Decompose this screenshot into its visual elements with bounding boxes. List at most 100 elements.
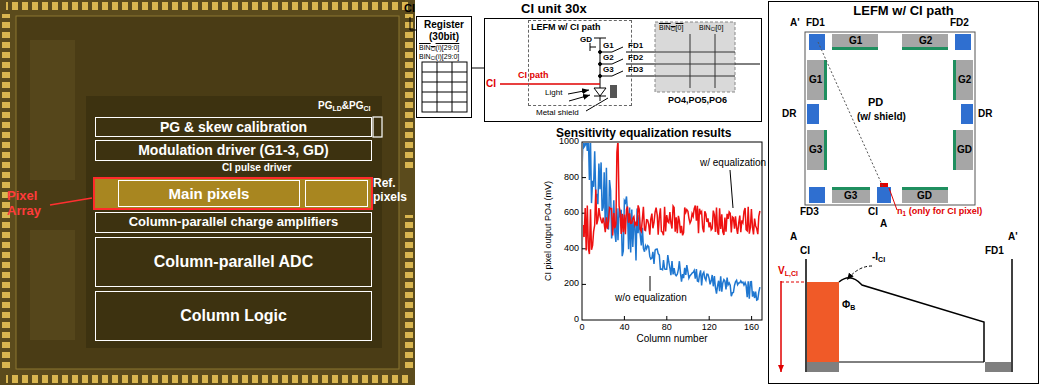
label-text: 120	[702, 322, 717, 332]
label-text: G1	[809, 74, 822, 85]
ci-unit-circuit-part	[690, 34, 691, 88]
label-text: CI	[431, 56, 436, 61]
block-text: Ref. pixels	[373, 177, 417, 205]
label-text: G2	[919, 35, 932, 46]
text-label: G2	[919, 36, 932, 46]
text-label: G3	[844, 191, 857, 201]
label-text: G3	[603, 65, 614, 74]
label-text: FD3	[628, 65, 643, 74]
label-text: Column number	[636, 333, 707, 344]
label-text: (i)[29:0]	[436, 53, 460, 60]
ci-unit-circuit-part	[715, 34, 716, 88]
sensitivity-chart-part	[582, 142, 762, 320]
block-box: Main pixels	[118, 180, 300, 207]
lefm-layout-part	[807, 60, 827, 100]
text-label: 160	[744, 323, 759, 332]
block-box: Column-parallel ADC	[95, 237, 372, 287]
label-text: CI	[404, 2, 415, 14]
text-label: A'	[790, 18, 800, 28]
text-label: 0	[574, 315, 579, 324]
text-label: 400	[564, 244, 579, 253]
label-text: G2	[958, 74, 971, 85]
ci-unit-circuit-part	[422, 102, 467, 103]
text-label: CI pixel output PO4 (mV)	[544, 181, 553, 281]
chip-photo	[0, 0, 415, 385]
ci-unit-circuit-part	[452, 62, 453, 112]
potential-diagram-part	[781, 282, 806, 283]
sensitivity-chart-part	[709, 316, 710, 320]
ci-unit-circuit-part	[569, 95, 590, 101]
ci-unit-circuit-part	[599, 75, 602, 78]
potential-diagram-part	[1011, 259, 1013, 372]
text-label: DR	[782, 109, 796, 119]
lefm-layout-part	[961, 104, 973, 124]
ci-unit-circuit-part	[586, 98, 608, 111]
label-text: w/o equalization	[615, 292, 687, 303]
sensitivity-chart-part	[582, 177, 586, 178]
lefm-layout-part	[953, 130, 956, 170]
text-label: w/o equalization	[615, 293, 687, 303]
ci-unit-circuit	[410, 17, 760, 112]
lefm-layout-part	[832, 34, 878, 50]
text-label: (w/ shield)	[857, 112, 906, 122]
text-label: GD	[580, 36, 592, 44]
label-text: 1000	[559, 136, 579, 146]
text-label: 80	[662, 323, 672, 332]
label-text: PG	[318, 100, 332, 111]
text-label: PGLD&PGCI	[318, 101, 370, 112]
text-label: G1	[849, 36, 862, 46]
label-text: [0]	[676, 24, 684, 31]
label-text: Sensitivity equalization results	[556, 126, 731, 140]
chip-photo-part	[373, 117, 382, 137]
lefm-layout-part	[902, 34, 948, 50]
ci-unit-circuit-part	[422, 62, 467, 112]
lefm-layout-part	[902, 47, 948, 50]
text-label: CI pulse driver	[222, 163, 291, 173]
potential-diagram-part	[985, 362, 1011, 372]
label-text: CI	[486, 78, 496, 89]
lefm-layout-part	[824, 60, 827, 100]
lefm-layout-part	[902, 187, 948, 190]
text-label: 600	[564, 208, 579, 217]
chip-photo-part	[6, 375, 409, 383]
text-label: GD	[957, 145, 972, 155]
text-label: 200	[564, 279, 579, 288]
ci-unit-circuit-part	[590, 47, 596, 48]
text-label: -ICI	[872, 252, 885, 263]
ci-unit-circuit-part	[594, 38, 606, 39]
lefm-layout-part	[832, 47, 878, 50]
ci-unit-circuit-part	[735, 64, 760, 65]
block-text: LEFM w/ CI path	[531, 22, 601, 32]
text-label: FD1	[806, 18, 825, 28]
ci-unit-circuit-part	[655, 64, 735, 65]
text-label: BINCI(i)[29:0]	[419, 44, 459, 53]
label-text: (only for CI pixel)	[909, 206, 983, 216]
label-text: BIN	[699, 24, 711, 31]
lefm-layout-part	[880, 183, 888, 187]
lefm-layout-part	[832, 187, 870, 203]
label-text: CI	[431, 47, 436, 52]
text-label: CI	[868, 207, 878, 217]
label-text: &PG	[342, 100, 364, 111]
lefm-layout-part	[889, 188, 897, 210]
sensitivity-chart-part	[582, 248, 586, 249]
text-label: FD1	[985, 246, 1004, 256]
label-text: 160	[744, 322, 759, 332]
sensitivity-chart-part	[730, 170, 733, 208]
text-label: G1	[603, 42, 614, 50]
label-text: DR	[978, 108, 992, 119]
ci-unit-circuit-part	[626, 64, 655, 65]
label-text: G3	[809, 144, 822, 155]
label-text: CI	[878, 256, 885, 263]
text-label: 800	[564, 173, 579, 182]
label-text: BIN	[419, 44, 431, 51]
ci-unit-circuit-part	[599, 63, 602, 66]
label-text: GD	[917, 190, 932, 201]
block-text: Main pixels	[169, 185, 250, 202]
text-label: G1	[809, 75, 822, 85]
text-label: A	[790, 232, 797, 242]
sensitivity-chart-part	[751, 316, 752, 320]
text-label: BINCI[0]	[699, 24, 723, 33]
label-text: G1	[603, 41, 614, 50]
